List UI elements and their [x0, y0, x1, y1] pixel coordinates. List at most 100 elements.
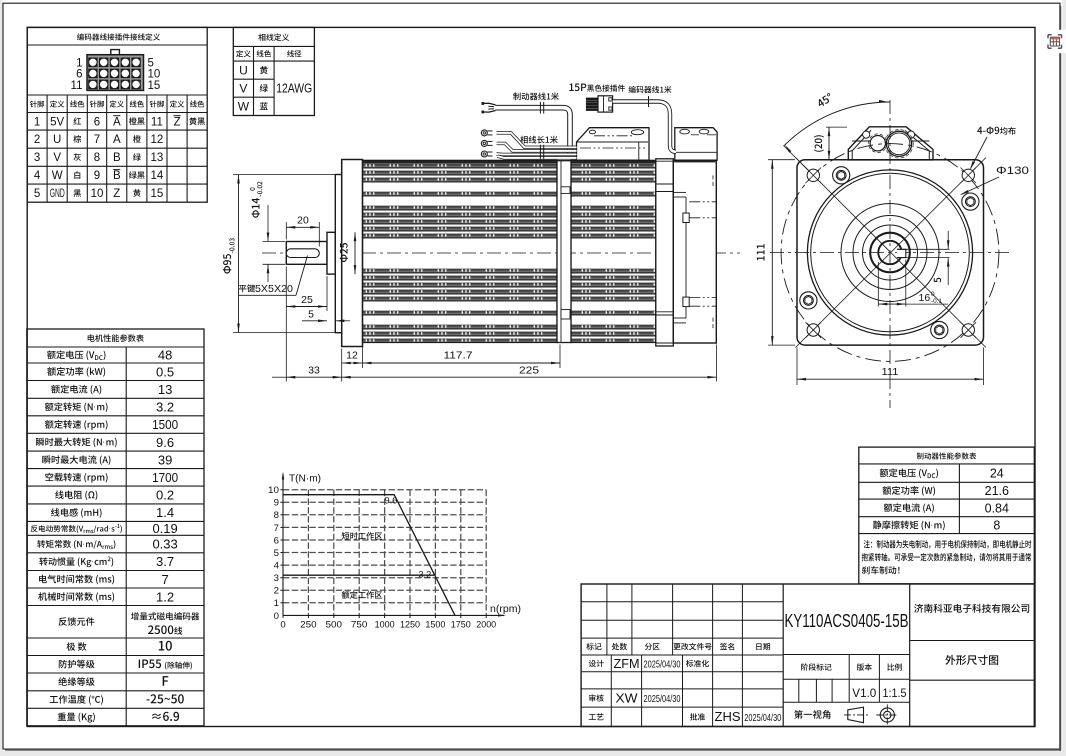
svg-text:T(N·m): T(N·m) [289, 473, 321, 485]
svg-text:10: 10 [91, 188, 104, 200]
svg-text:33: 33 [308, 365, 320, 377]
svg-text:225: 225 [519, 365, 539, 377]
svg-text:2: 2 [274, 586, 279, 597]
svg-text:6: 6 [76, 69, 82, 81]
svg-text:25: 25 [301, 294, 313, 306]
svg-text:6: 6 [274, 535, 279, 546]
svg-text:20: 20 [297, 215, 309, 227]
svg-text:A: A [113, 116, 121, 128]
svg-text:117.7: 117.7 [444, 350, 473, 362]
svg-text:Z: Z [113, 188, 120, 200]
svg-text:7: 7 [94, 134, 100, 146]
svg-text:Φ130: Φ130 [996, 165, 1029, 177]
svg-text:3.7: 3.7 [156, 554, 174, 569]
svg-text:0: 0 [274, 611, 279, 622]
svg-text:1.4: 1.4 [156, 505, 174, 520]
svg-text:12AWG: 12AWG [276, 82, 312, 96]
svg-text:1.2: 1.2 [156, 589, 174, 604]
svg-text:5X5X20: 5X5X20 [255, 283, 293, 295]
svg-text:1500: 1500 [425, 620, 445, 631]
svg-text:2000: 2000 [476, 620, 496, 631]
svg-text:9.6: 9.6 [385, 496, 398, 506]
svg-text:0: 0 [931, 291, 935, 298]
svg-text:0: 0 [280, 620, 285, 631]
svg-text:9: 9 [94, 170, 100, 182]
svg-text:ZHS: ZHS [715, 710, 741, 724]
svg-text:0.5: 0.5 [156, 364, 174, 379]
svg-text:250: 250 [300, 620, 317, 631]
svg-text:ZFM: ZFM [614, 657, 640, 671]
svg-text:3: 3 [34, 152, 40, 164]
svg-text:8: 8 [993, 519, 1000, 533]
svg-text:5V: 5V [50, 116, 64, 128]
svg-text:3.2: 3.2 [419, 569, 432, 579]
svg-text:7: 7 [274, 523, 279, 534]
svg-text:U: U [239, 63, 248, 77]
svg-text:15: 15 [151, 188, 164, 200]
svg-text:8: 8 [274, 510, 279, 521]
svg-text:9: 9 [274, 498, 279, 509]
svg-text:B: B [113, 170, 121, 182]
svg-text:1500: 1500 [152, 417, 178, 432]
svg-text:1700: 1700 [152, 470, 178, 485]
svg-text:KY110ACS0405-15B: KY110ACS0405-15B [785, 611, 909, 631]
svg-text:21.6: 21.6 [985, 484, 1009, 498]
svg-text:A: A [113, 134, 121, 146]
svg-text:1: 1 [34, 116, 40, 128]
svg-text:1250: 1250 [400, 620, 420, 631]
svg-text:n(rpm): n(rpm) [490, 603, 521, 615]
svg-text:2: 2 [34, 134, 40, 146]
svg-text:W: W [238, 100, 250, 114]
svg-text:0.33: 0.33 [152, 537, 177, 552]
svg-text:15: 15 [148, 80, 161, 92]
svg-text:XW: XW [616, 691, 638, 705]
svg-text:1: 1 [76, 58, 82, 70]
svg-text:6: 6 [94, 116, 100, 128]
svg-text:0.2: 0.2 [156, 488, 174, 503]
svg-text:13: 13 [151, 152, 164, 164]
svg-text:11: 11 [151, 116, 163, 128]
svg-text:V: V [53, 152, 61, 164]
svg-text:24: 24 [990, 467, 1004, 481]
svg-text:2025/04/30: 2025/04/30 [744, 712, 781, 724]
svg-text:4: 4 [34, 170, 41, 182]
svg-text:5: 5 [34, 188, 40, 200]
svg-text:0.19: 0.19 [152, 521, 177, 536]
svg-text:Z: Z [174, 116, 181, 128]
svg-text:5: 5 [308, 309, 314, 321]
svg-text:GND: GND [50, 188, 65, 200]
svg-text:10: 10 [148, 69, 161, 81]
svg-text:V1.0: V1.0 [852, 688, 876, 700]
svg-text:750: 750 [351, 620, 368, 631]
svg-text:U: U [53, 134, 61, 146]
svg-text:B: B [113, 152, 121, 164]
svg-text:1:1.5: 1:1.5 [883, 688, 907, 700]
svg-text:500: 500 [326, 620, 343, 631]
svg-text:12: 12 [151, 134, 164, 146]
svg-text:111: 111 [882, 366, 899, 378]
svg-text:2025/04/30: 2025/04/30 [644, 658, 681, 670]
svg-text:-0.1: -0.1 [931, 298, 942, 305]
svg-text:5: 5 [148, 58, 154, 70]
svg-text:48: 48 [158, 348, 172, 363]
svg-text:9.6: 9.6 [156, 435, 174, 450]
svg-text:V: V [239, 81, 247, 95]
svg-text:14: 14 [151, 170, 164, 182]
svg-text:2025/04/30: 2025/04/30 [644, 693, 681, 705]
svg-text:7: 7 [161, 572, 168, 587]
svg-text:10: 10 [268, 485, 279, 496]
svg-text:39: 39 [158, 453, 172, 468]
svg-text:1: 1 [274, 598, 279, 609]
svg-text:1000: 1000 [375, 620, 395, 631]
svg-text:0.84: 0.84 [985, 501, 1009, 515]
svg-text:3: 3 [274, 573, 279, 584]
svg-text:1750: 1750 [451, 620, 471, 631]
svg-text:12: 12 [346, 350, 358, 362]
svg-text:11: 11 [71, 80, 83, 92]
svg-text:4: 4 [274, 561, 280, 572]
svg-text:13: 13 [158, 382, 172, 397]
svg-text:3.2: 3.2 [156, 400, 174, 415]
svg-text:16: 16 [919, 292, 931, 304]
svg-text:5: 5 [274, 548, 279, 559]
svg-text:W: W [52, 170, 63, 182]
